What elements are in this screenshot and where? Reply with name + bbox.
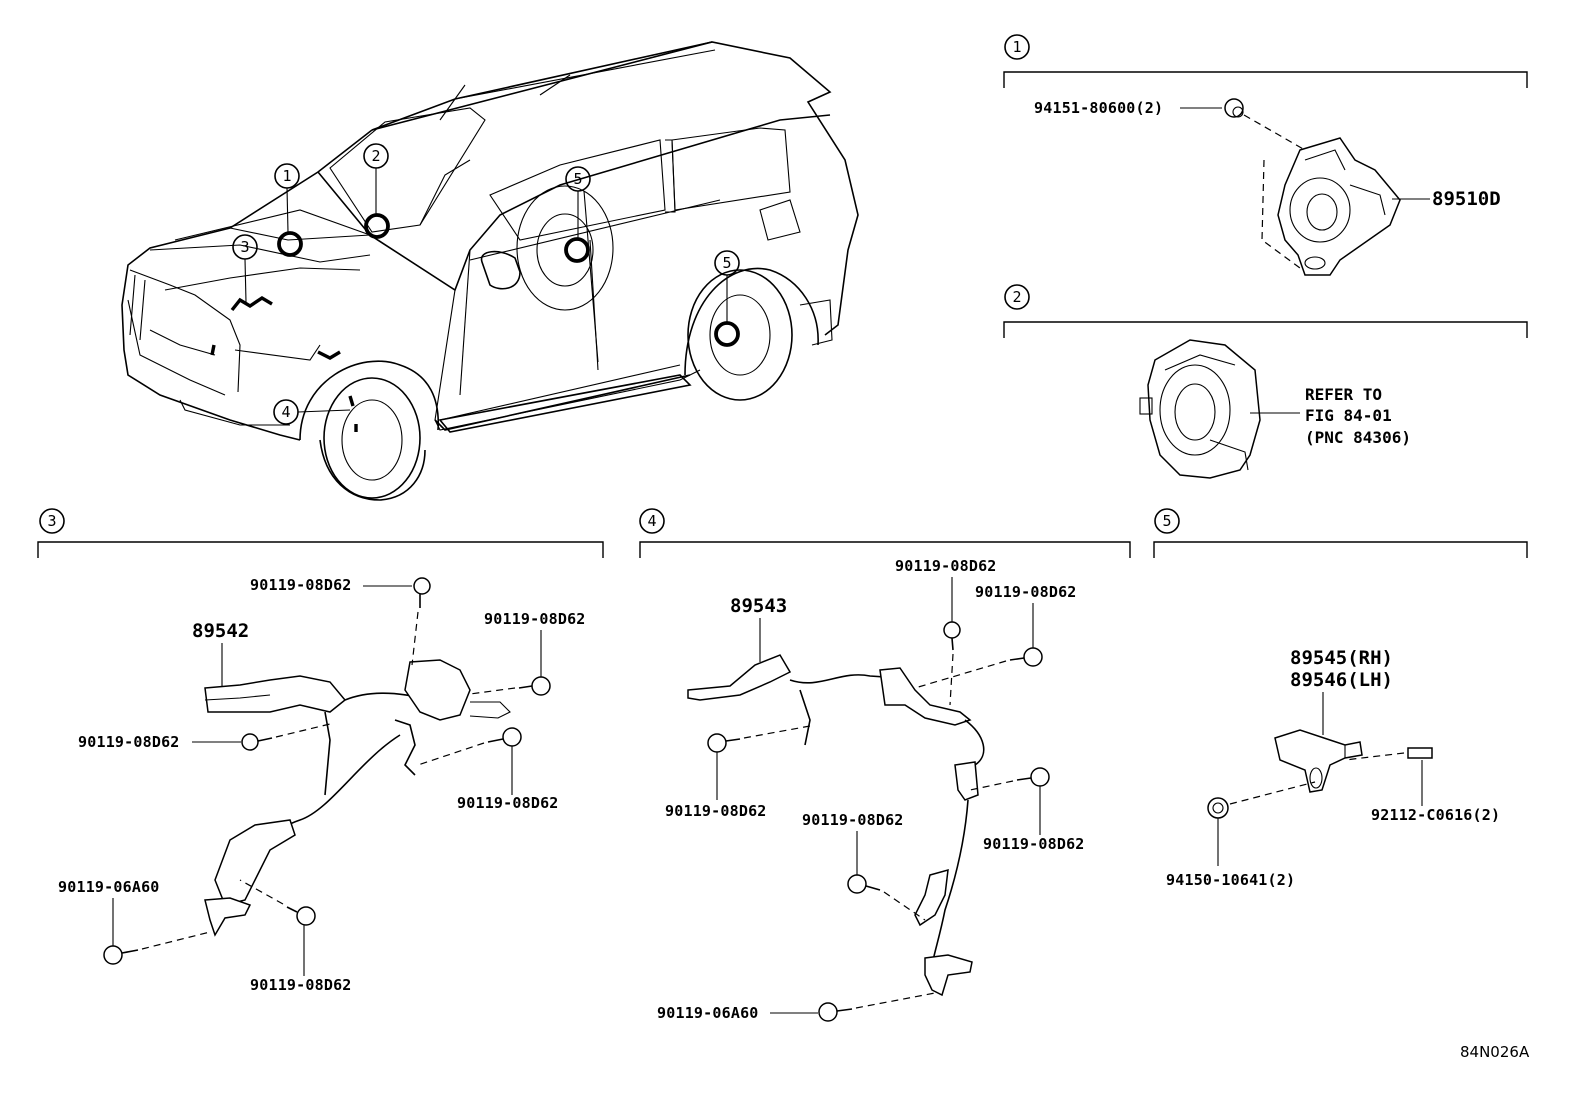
svg-text:90119-08D62: 90119-08D62 bbox=[78, 733, 180, 751]
bolt-90119-08D62-lower-right: 90119-08D62 bbox=[239, 879, 352, 994]
sensor-89510D-label: 89510D bbox=[1432, 188, 1501, 210]
svg-text:90119-08D62: 90119-08D62 bbox=[895, 557, 997, 575]
svg-text:90119-08D62: 90119-08D62 bbox=[983, 835, 1085, 853]
svg-text:4: 4 bbox=[281, 403, 290, 421]
svg-text:94150-10641(2): 94150-10641(2) bbox=[1166, 871, 1295, 889]
vehicle-marker-1: 1 bbox=[274, 163, 303, 257]
reference-line-1: REFER TO bbox=[1305, 385, 1382, 404]
spiral-cable-assembly bbox=[1139, 339, 1261, 479]
sensor-89545-label: 89545(RH) bbox=[1290, 647, 1393, 669]
diagram-code: 84N026A bbox=[1460, 1043, 1530, 1061]
svg-text:90119-08D62: 90119-08D62 bbox=[802, 811, 904, 829]
section-1-nut-label: 94151-80600(2) bbox=[1034, 99, 1163, 117]
svg-text:5: 5 bbox=[573, 170, 582, 188]
bolt-90119-06A60-bottom: 90119-06A60 bbox=[657, 992, 936, 1022]
svg-text:2: 2 bbox=[371, 147, 380, 165]
svg-text:90119-08D62: 90119-08D62 bbox=[975, 583, 1077, 601]
section-1: 1 94151-80600(2) 89510D bbox=[1003, 34, 1528, 276]
harness-89542-label: 89542 bbox=[192, 620, 249, 642]
bolt-90119-08D62-top-right: 90119-08D62 bbox=[914, 583, 1077, 689]
vehicle-marker-4: 4 bbox=[273, 399, 351, 425]
reference-line-2: FIG 84-01 bbox=[1305, 406, 1392, 425]
vehicle-marker-3: 3 bbox=[232, 234, 258, 303]
svg-text:92112-C0616(2): 92112-C0616(2) bbox=[1371, 806, 1500, 824]
section-4: 4 89543 90119-08D62 90119-08D62 bbox=[639, 508, 1131, 1022]
bolt-90119-08D62-top-left: 90119-08D62 bbox=[895, 557, 997, 706]
svg-text:90119-06A60: 90119-06A60 bbox=[58, 878, 160, 896]
svg-text:90119-08D62: 90119-08D62 bbox=[457, 794, 559, 812]
bolt-90119-08D62-right: 90119-08D62 bbox=[969, 767, 1085, 853]
section-5: 5 89545(RH) 89546(LH) 92112-C0616(2) 941… bbox=[1153, 508, 1528, 889]
yaw-rate-sensor-89510D bbox=[1277, 137, 1401, 276]
section-5-number: 5 bbox=[1162, 512, 1171, 530]
section-2: 2 REFER TO FIG 84-01 (PNC 84306) bbox=[1003, 284, 1528, 479]
bolt-90119-08D62-top: 90119-08D62 bbox=[250, 576, 431, 666]
bolt-90119-08D62-left: 90119-08D62 bbox=[665, 725, 811, 820]
speed-sensor-89545-89546 bbox=[1274, 729, 1363, 793]
section-2-number: 2 bbox=[1012, 288, 1021, 306]
section-3: 3 89542 90119-08D62 90119-08D62 bbox=[37, 508, 604, 994]
svg-text:90119-06A60: 90119-06A60 bbox=[657, 1004, 759, 1022]
svg-text:90119-08D62: 90119-08D62 bbox=[250, 576, 352, 594]
bolt-90119-08D62-right-top: 90119-08D62 bbox=[469, 610, 586, 696]
bolt-90119-08D62-left: 90119-08D62 bbox=[78, 723, 331, 751]
svg-text:90119-08D62: 90119-08D62 bbox=[665, 802, 767, 820]
bolt-90119-08D62-mid: 90119-08D62 bbox=[802, 811, 926, 921]
reference-line-3: (PNC 84306) bbox=[1305, 428, 1411, 447]
vehicle-illustration: 1 2 3 4 5 5 bbox=[121, 41, 859, 501]
sensor-89546-label: 89546(LH) bbox=[1290, 669, 1393, 691]
bolt-90119-08D62-right-mid: 90119-08D62 bbox=[417, 727, 559, 812]
vehicle-marker-2: 2 bbox=[363, 143, 390, 239]
section-4-number: 4 bbox=[647, 512, 656, 530]
vehicle-marker-5-rear: 5 bbox=[714, 250, 740, 347]
sensor-wire-harness-89542 bbox=[204, 659, 511, 937]
nut-94150-10641: 94150-10641(2) bbox=[1166, 781, 1316, 889]
svg-text:1: 1 bbox=[282, 167, 291, 185]
sensor-wire-harness-89543 bbox=[687, 654, 985, 997]
svg-text:90119-08D62: 90119-08D62 bbox=[484, 610, 586, 628]
vehicle-marker-5-spare: 5 bbox=[564, 166, 599, 363]
section-3-number: 3 bbox=[47, 512, 56, 530]
bolt-92112-C0616: 92112-C0616(2) bbox=[1344, 747, 1500, 824]
section-1-number: 1 bbox=[1012, 38, 1021, 56]
harness-89543-label: 89543 bbox=[730, 595, 787, 617]
svg-text:5: 5 bbox=[722, 254, 731, 272]
svg-text:90119-08D62: 90119-08D62 bbox=[250, 976, 352, 994]
svg-text:3: 3 bbox=[240, 238, 249, 256]
nut-94151 bbox=[1224, 98, 1244, 118]
bolt-90119-06A60-lower-left: 90119-06A60 bbox=[58, 878, 211, 965]
